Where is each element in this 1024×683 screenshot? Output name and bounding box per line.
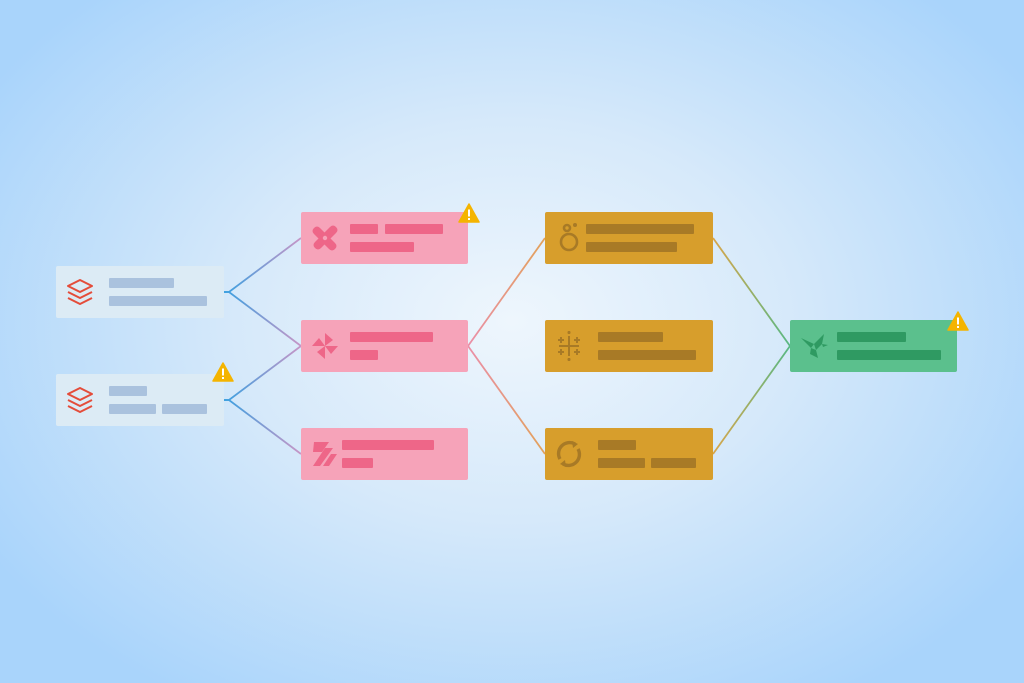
node-source-1[interactable] [56, 266, 224, 318]
node-label-bar [586, 242, 677, 252]
edge-source-1-transform-2 [224, 291, 302, 347]
stripes-icon [313, 442, 337, 466]
node-label-bar [837, 332, 906, 342]
node-label-bar [598, 350, 696, 360]
node-label-bar [342, 458, 373, 468]
node-label-bar [162, 404, 207, 414]
node-transform-1[interactable] [301, 212, 468, 264]
pinwheel-icon [312, 333, 338, 359]
hummingbird-icon [801, 334, 828, 358]
node-transform-3[interactable] [301, 428, 468, 480]
node-dashboard-1[interactable] [545, 212, 713, 264]
node-label-bar [109, 404, 156, 414]
node-label-bar [350, 242, 414, 252]
databricks-stack-icon [67, 387, 93, 413]
node-label-bar [651, 458, 696, 468]
edge-dashboard-3-sink-1 [712, 345, 791, 455]
node-label-bar [350, 350, 378, 360]
node-label-bar [342, 440, 434, 450]
edges-layer [224, 237, 791, 455]
node-label-bar [837, 350, 941, 360]
node-label-bar [598, 332, 663, 342]
node-label-bar [350, 224, 378, 234]
node-label-bar [109, 278, 174, 288]
edge-transform-2-dashboard-1 [467, 237, 546, 347]
edge-source-1-transform-1 [224, 237, 302, 293]
node-label-bar [385, 224, 443, 234]
node-label-bar [598, 458, 645, 468]
edge-source-2-transform-3 [224, 399, 302, 455]
edge-dashboard-1-sink-1 [712, 237, 791, 347]
warning-icon[interactable] [947, 311, 969, 331]
node-label-bar [109, 386, 147, 396]
sigma-sync-icon [556, 440, 582, 468]
looker-icon [559, 223, 579, 252]
node-label-bar [598, 440, 636, 450]
node-dashboard-3[interactable] [545, 428, 713, 480]
node-sink-1[interactable] [790, 320, 957, 372]
node-dashboard-2[interactable] [545, 320, 713, 372]
dbt-x-icon [312, 225, 338, 251]
tableau-icon [558, 331, 580, 361]
edge-source-2-transform-2 [224, 345, 302, 401]
databricks-stack-icon [67, 279, 93, 305]
node-source-2[interactable] [56, 374, 224, 426]
warning-icon[interactable] [212, 362, 234, 382]
warning-icon[interactable] [458, 203, 480, 223]
node-transform-2[interactable] [301, 320, 468, 372]
node-label-bar [350, 332, 433, 342]
node-label-bar [586, 224, 694, 234]
edge-transform-2-dashboard-3 [467, 345, 546, 455]
node-label-bar [109, 296, 207, 306]
